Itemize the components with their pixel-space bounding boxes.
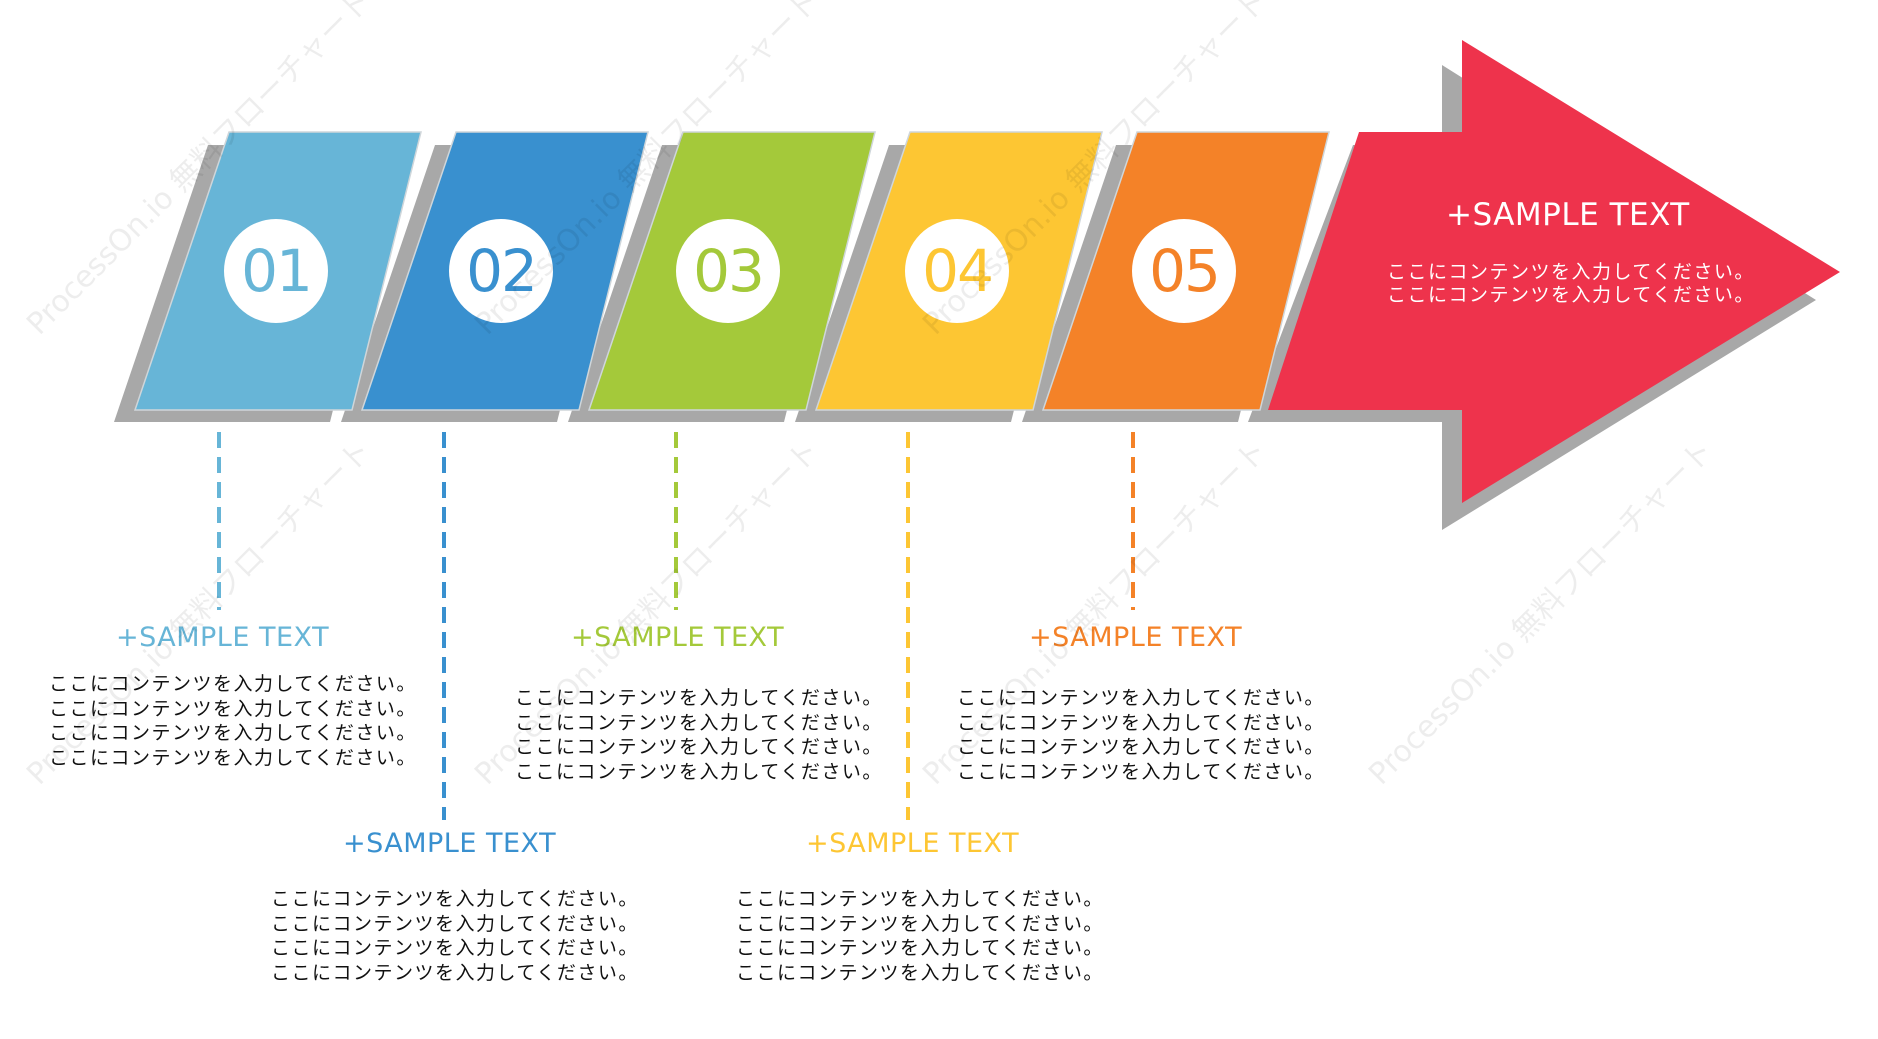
step-3-body-line: ここにコンテンツを入力してください。 bbox=[515, 760, 883, 783]
step-2-number: 02 bbox=[449, 219, 553, 323]
arrow-shape bbox=[1268, 40, 1840, 503]
step-3-body-line: ここにコンテンツを入力してください。 bbox=[515, 687, 883, 709]
step-1-body-line: ここにコンテンツを入力してください。 bbox=[49, 673, 417, 695]
step-2-body-line: ここにコンテンツを入力してください。 bbox=[271, 961, 639, 984]
step-2-body-line: ここにコンテンツを入力してください。 bbox=[271, 912, 639, 935]
arrow-body: ここにコンテンツを入力してください。 ここにコンテンツを入力してください。 bbox=[1387, 261, 1755, 307]
step-5-body-line: ここにコンテンツを入力してください。 bbox=[957, 711, 1325, 734]
step-4-body-line: ここにコンテンツを入力してください。 bbox=[736, 961, 1104, 984]
step-3-title: +SAMPLE TEXT bbox=[571, 622, 785, 653]
connectors bbox=[217, 432, 1135, 820]
step-2-body: ここにコンテンツを入力してください。 ここにコンテンツを入力してください。 ここ… bbox=[271, 887, 639, 985]
step-3-body-line: ここにコンテンツを入力してください。 bbox=[515, 736, 883, 758]
step-3-body-line: ここにコンテンツを入力してください。 bbox=[515, 711, 883, 734]
step-1-title: +SAMPLE TEXT bbox=[116, 622, 330, 653]
step-1-body: ここにコンテンツを入力してください。 ここにコンテンツを入力してください。 ここ… bbox=[49, 672, 417, 770]
step-4-body-line: ここにコンテンツを入力してください。 bbox=[736, 888, 1104, 910]
step-1-body-line: ここにコンテンツを入力してください。 bbox=[49, 722, 417, 744]
step-4-body: ここにコンテンツを入力してください。 ここにコンテンツを入力してください。 ここ… bbox=[736, 887, 1104, 985]
step-1-number: 01 bbox=[224, 219, 328, 323]
step-5-number: 05 bbox=[1132, 219, 1236, 323]
step-5-title: +SAMPLE TEXT bbox=[1029, 622, 1243, 653]
step-2-body-line: ここにコンテンツを入力してください。 bbox=[271, 937, 639, 959]
step-4-body-line: ここにコンテンツを入力してください。 bbox=[736, 937, 1104, 959]
step-4-body-line: ここにコンテンツを入力してください。 bbox=[736, 912, 1104, 935]
arrow-title: +SAMPLE TEXT bbox=[1446, 197, 1690, 233]
step-5-body-line: ここにコンテンツを入力してください。 bbox=[957, 687, 1325, 709]
step-1-body-line: ここにコンテンツを入力してください。 bbox=[49, 746, 417, 769]
step-2-title: +SAMPLE TEXT bbox=[343, 828, 557, 859]
arrow-body-line: ここにコンテンツを入力してください。 bbox=[1387, 284, 1755, 306]
step-5-body-line: ここにコンテンツを入力してください。 bbox=[957, 736, 1325, 758]
step-3-body: ここにコンテンツを入力してください。 ここにコンテンツを入力してください。 ここ… bbox=[515, 686, 883, 784]
step-2-body-line: ここにコンテンツを入力してください。 bbox=[271, 888, 639, 910]
step-4-number: 04 bbox=[905, 219, 1009, 323]
step-1-body-line: ここにコンテンツを入力してください。 bbox=[49, 697, 417, 720]
step-5-body-line: ここにコンテンツを入力してください。 bbox=[957, 760, 1325, 783]
step-3-number: 03 bbox=[676, 219, 780, 323]
step-5-body: ここにコンテンツを入力してください。 ここにコンテンツを入力してください。 ここ… bbox=[957, 686, 1325, 784]
arrow-body-line: ここにコンテンツを入力してください。 bbox=[1387, 261, 1755, 283]
step-4-title: +SAMPLE TEXT bbox=[806, 828, 1020, 859]
